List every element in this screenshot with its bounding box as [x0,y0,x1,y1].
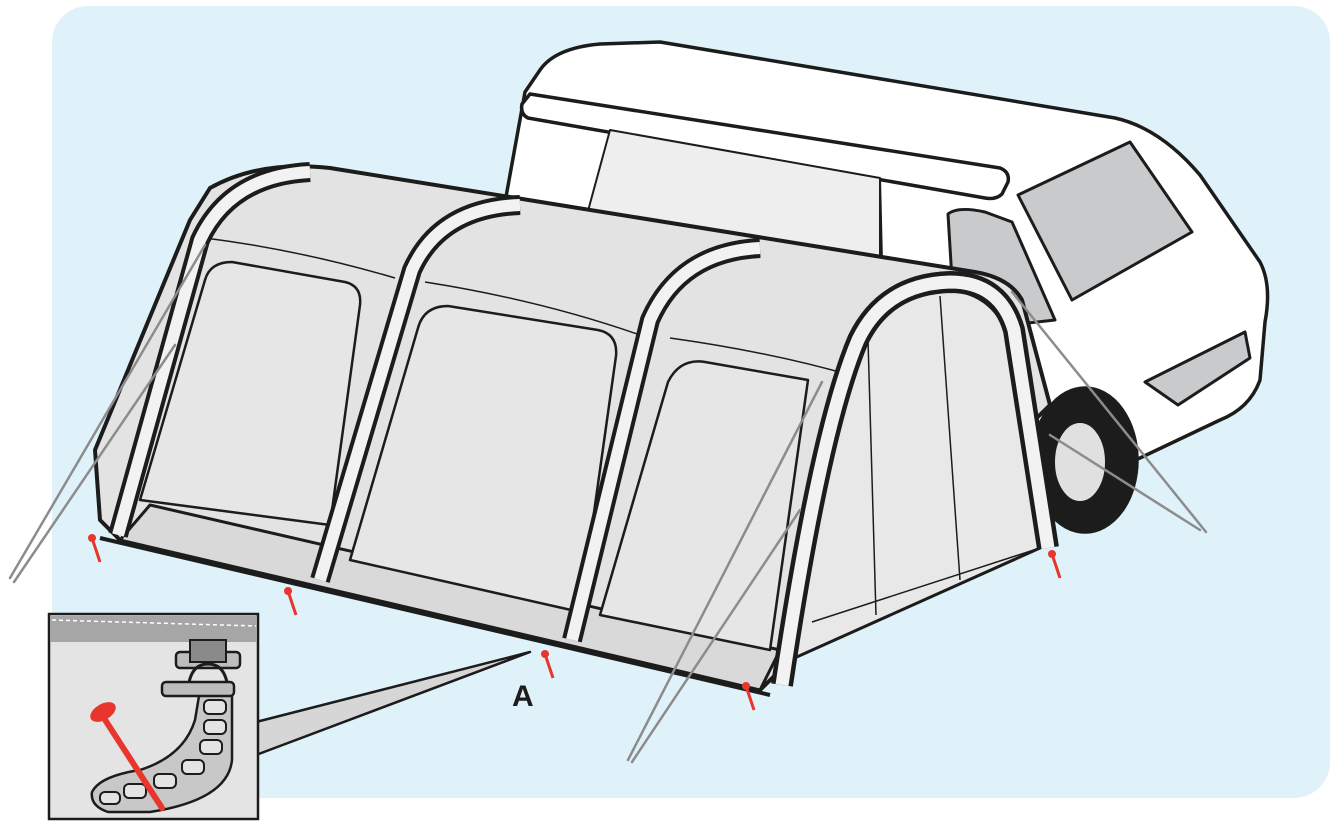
guy-line-front-1 [626,380,824,762]
end-wall-seam-3 [811,547,1041,623]
air-beam-3-inner [566,242,761,642]
air-beam-2-inner [314,199,521,582]
strap-hole [181,759,205,775]
roof-seam-2 [424,281,641,336]
end-wall-seam-1 [867,339,877,616]
end-wall-seam-2 [939,295,961,581]
inset-peg-head-icon [90,702,116,722]
tent-window-2 [348,304,618,614]
strap-hole [99,791,121,805]
pegging-strap [90,688,234,814]
roof-seam-3 [669,337,851,376]
inset-peg-shaft [97,709,165,811]
strap-hole [203,699,227,715]
inset-stitch-line [51,619,257,627]
air-beam-1-inner [112,166,311,537]
strap-hole [199,739,223,755]
van-windscreen [1016,140,1194,302]
detail-inset [47,612,260,821]
peg-icon [1048,550,1062,579]
van-headlight [1143,330,1252,407]
guy-lines [8,243,1208,764]
pegs [88,534,1062,711]
strap-hole [153,773,177,789]
peg-icon [742,682,756,711]
tent-window-1 [138,260,362,527]
inset-tent-edge [50,616,257,642]
callout-letter-a: A [512,680,534,713]
tent-base-edge [99,536,771,697]
guy-line-left-1 [8,243,207,580]
van-door-line [879,177,883,263]
peg-icon [284,587,298,616]
guy-line-front-2 [630,508,802,764]
air-beam-4-inner [775,275,1055,686]
strap-hole [123,783,147,799]
roof-seam-1 [204,237,396,279]
strap-buckle-bottom [160,680,236,698]
van-wheel-hub [1053,421,1107,503]
strap-hole [203,719,227,735]
peg-icon [541,650,555,679]
awning-cassette [519,92,1011,201]
guy-line-right-1 [1010,290,1208,534]
strap-ring [186,662,230,691]
peg-icon [88,534,102,563]
guy-line-right-2 [1048,433,1202,532]
guy-line-left-2 [12,343,177,584]
strap-webbing [189,639,227,663]
